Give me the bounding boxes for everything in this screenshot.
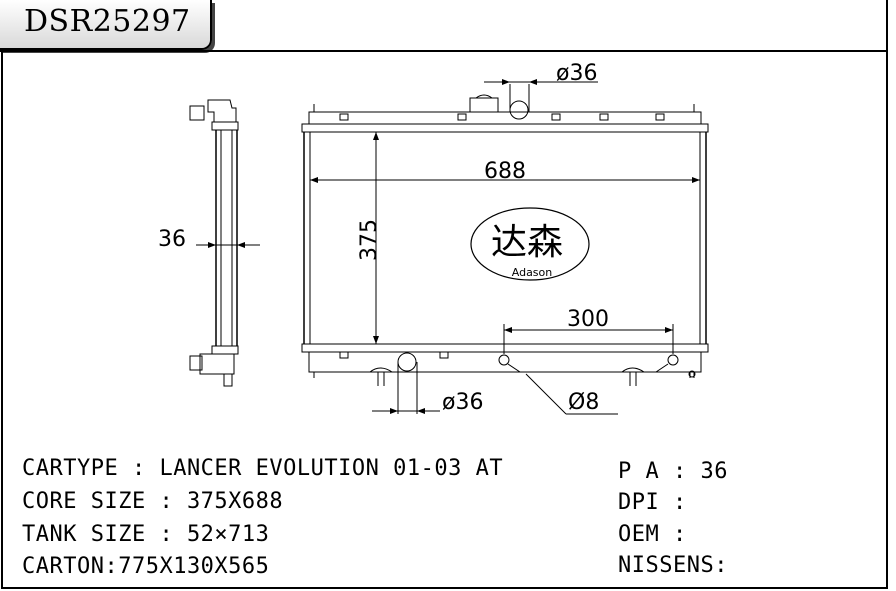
tube-spacing-label: 300 [567,307,609,332]
spec-carton: CARTON:775X130X565 [22,554,270,579]
part-number: DSR25297 [24,4,191,39]
part-number-tab: DSR25297 [0,0,212,50]
thickness-label: 36 [158,227,186,252]
spec-cartype: CARTYPE : LANCER EVOLUTION 01-03 AT [22,456,504,481]
spec-core-size: CORE SIZE : 375X688 [22,489,284,514]
spec-pa: P A : 36 [618,459,728,484]
fitting-diameter-label: Ø8 [568,390,599,415]
inlet-diameter-label: ø36 [556,61,597,86]
front-view [301,79,709,415]
spec-nissens: NISSENS: [618,553,728,578]
logo-brand-text: Adason [512,266,553,279]
core-width-label: 688 [484,159,526,184]
core-height-label: 375 [357,219,382,261]
logo-chinese-text: 达森 [491,222,563,263]
header-divider [0,50,887,52]
outlet-diameter-label: ø36 [442,390,483,415]
spec-dpi: DPI : [618,490,687,515]
side-view [189,99,260,387]
spec-tank-size: TANK SIZE : 52×713 [22,522,270,547]
spec-oem: OEM : [618,522,687,547]
